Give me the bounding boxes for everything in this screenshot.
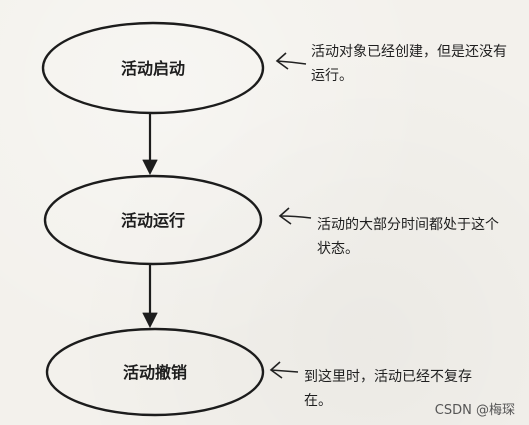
note-pointer-arrow-3 (269, 361, 299, 379)
watermark: CSDN @梅琛 (434, 403, 515, 418)
state-node-destroyed (45, 327, 265, 417)
note-running: 活动的大部分时间都处于这个状态。 (317, 217, 499, 257)
state-node-started (41, 21, 265, 115)
note-pointer-arrow-1 (275, 52, 307, 70)
state-node-running (43, 174, 263, 266)
state-label-running: 活动运行 (121, 211, 185, 230)
note-destroyed: 到这里时，活动已经不复存在。 (304, 369, 472, 409)
state-label-destroyed: 活动撤销 (123, 363, 187, 382)
note-pointer-arrow-2 (278, 207, 312, 225)
note-started: 活动对象已经创建，但是还没有运行。 (311, 44, 507, 84)
state-label-started: 活动启动 (121, 59, 185, 78)
